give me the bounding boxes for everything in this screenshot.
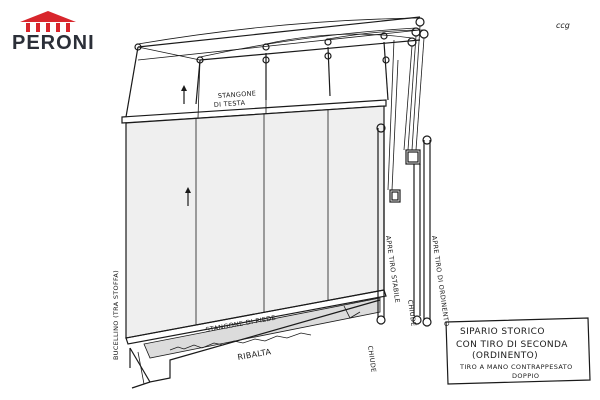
label-apre-tiro-stabile: APRE TIRO STABILE bbox=[384, 235, 401, 303]
label-chiude: CHIUDE bbox=[366, 345, 378, 373]
pulley-icon bbox=[407, 37, 417, 47]
caption-line-4: TIRO A MANO CONTRAPPESATO bbox=[459, 363, 573, 371]
label-di-testa: DI TESTA bbox=[214, 99, 246, 109]
label-stangone-testa: STANGONE bbox=[218, 89, 257, 100]
arrow-up-icon bbox=[181, 85, 187, 91]
caption-line-3: (ORDINENTO) bbox=[472, 351, 538, 361]
caption-line-1: SIPARIO STORICO bbox=[460, 327, 545, 337]
pulley-icon bbox=[412, 315, 422, 325]
pulley-icon bbox=[422, 135, 432, 145]
logo-column-icon bbox=[26, 23, 30, 32]
curtain bbox=[125, 59, 385, 339]
pulley-icon bbox=[382, 56, 390, 64]
counterweight-rig bbox=[376, 123, 432, 327]
grid-frame bbox=[125, 16, 421, 118]
label-chiude-stabile: CHIUDE bbox=[406, 299, 418, 327]
pulley-icon bbox=[419, 29, 429, 39]
label-ribalta: RIBALTA bbox=[237, 347, 272, 362]
peroni-logo bbox=[20, 11, 76, 32]
logo-column-icon bbox=[36, 23, 40, 32]
pulley-block-icon bbox=[405, 149, 421, 165]
foot-batten bbox=[125, 289, 387, 359]
head-batten bbox=[121, 99, 387, 124]
pulley-icon bbox=[422, 317, 432, 327]
pulley-icon bbox=[376, 315, 386, 325]
pulley-icon bbox=[376, 123, 386, 133]
signature: ccg bbox=[556, 21, 570, 30]
pulley-block-icon bbox=[389, 189, 401, 203]
stage-ribalta bbox=[129, 299, 381, 389]
lift-arrows bbox=[181, 85, 191, 206]
pulley-icon bbox=[380, 32, 388, 40]
caption-line-5: DOPPIO bbox=[512, 372, 539, 380]
arrow-up-icon bbox=[185, 187, 191, 193]
logo-column-icon bbox=[56, 23, 60, 32]
pulley-icon bbox=[415, 17, 425, 27]
logo-column-icon bbox=[46, 23, 50, 32]
label-apre-ordinento: APRE TIRO DI ORDINENTO bbox=[430, 235, 451, 327]
pulley-icon bbox=[324, 52, 332, 60]
logo-roof-icon bbox=[20, 11, 76, 22]
pulley-icon bbox=[411, 27, 421, 37]
label-bucellino: BUCELLINO (TRA STOFFA) bbox=[112, 270, 120, 360]
caption-line-2: CON TIRO DI SECONDA bbox=[456, 340, 568, 350]
caption-box: SIPARIO STORICO CON TIRO DI SECONDA (ORD… bbox=[445, 317, 591, 385]
grid-pulleys bbox=[134, 17, 429, 64]
ropes bbox=[137, 17, 425, 191]
brand-name: PERONI bbox=[12, 32, 95, 54]
logo-column-icon bbox=[66, 23, 70, 32]
